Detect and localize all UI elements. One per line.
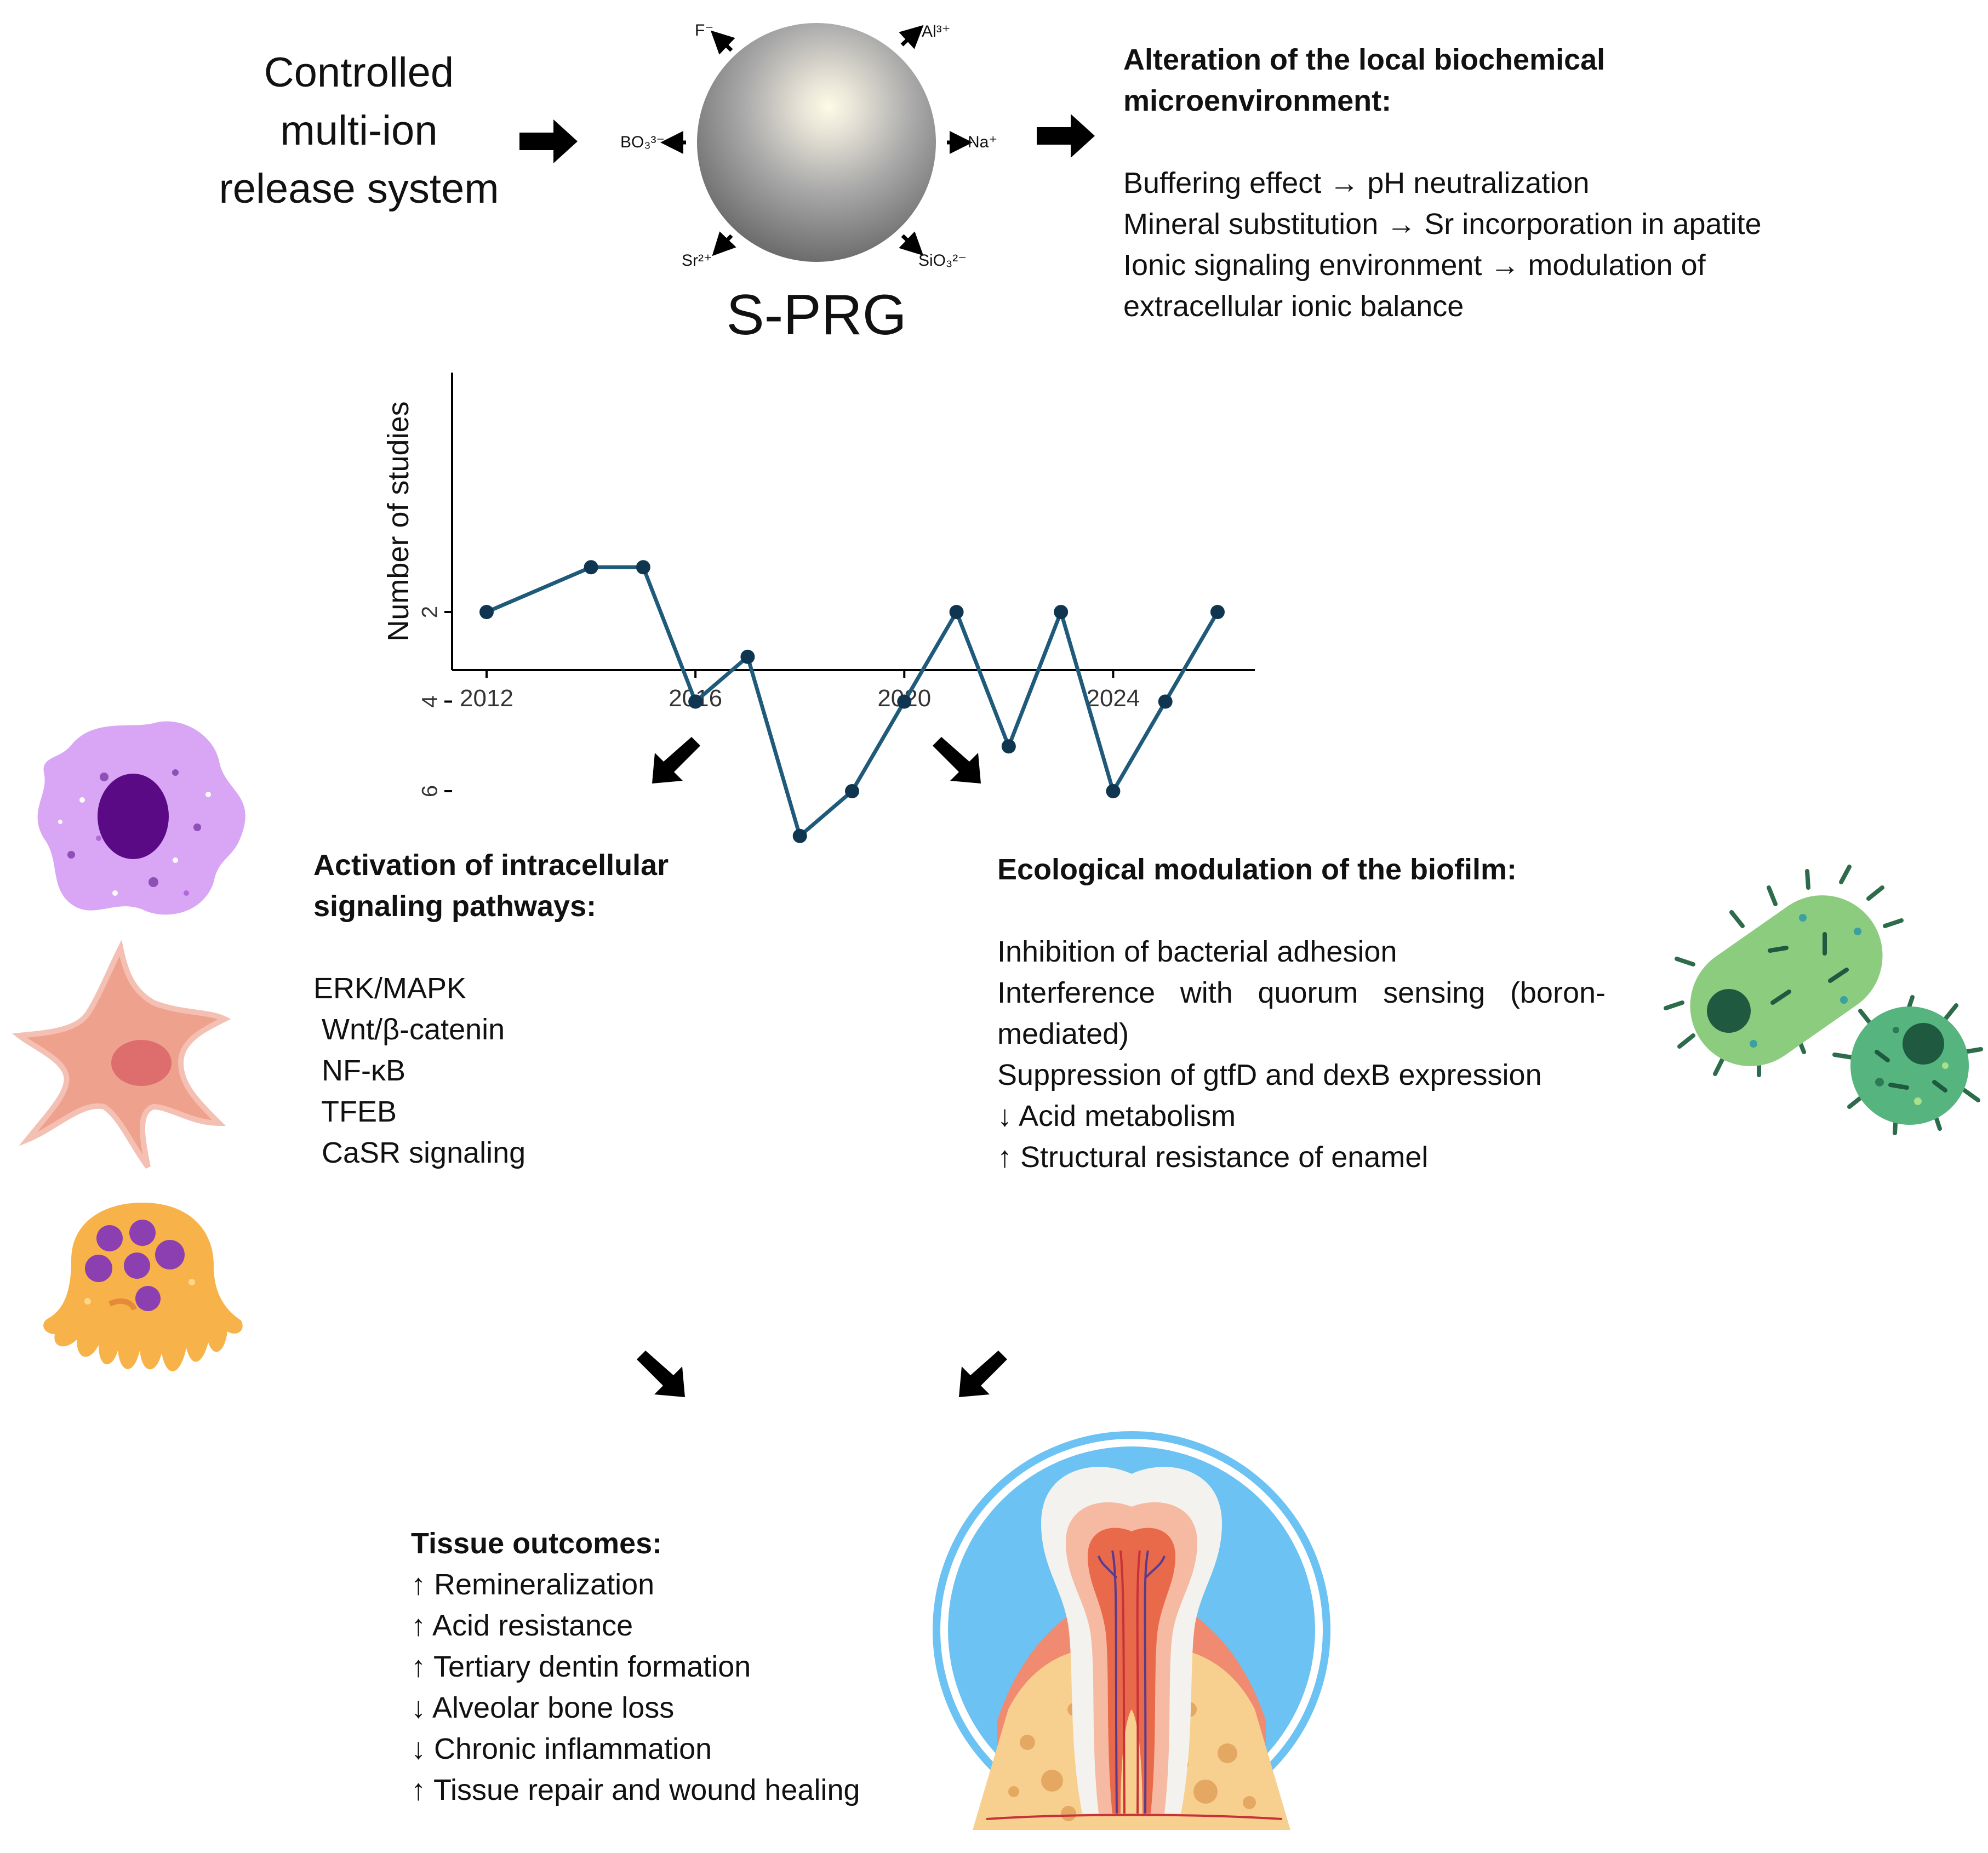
microenvironment-block: Alteration of the local biochemical micr… <box>1123 39 1956 327</box>
outcome-item: ↑ Acid resistance <box>411 1609 633 1642</box>
y-axis-label: Number of studies <box>382 401 415 641</box>
outcome-item: ↑ Tertiary dentin formation <box>411 1650 751 1683</box>
fibroblast-cell-icon <box>12 939 231 1169</box>
biofilm-block: Ecological modulation of the biofilm: In… <box>997 849 1606 1178</box>
data-point <box>792 828 807 843</box>
release-system-line-3: release system <box>219 165 499 212</box>
biofilm-item: ↓ Acid metabolism <box>997 1100 1236 1133</box>
biofilm-item: Inhibition of bacterial adhesion <box>997 935 1397 968</box>
microenvironment-item: Buffering effect → pH neutralization <box>1123 167 1590 199</box>
data-point <box>479 605 494 619</box>
coccus-bacterium-icon <box>1832 995 1983 1135</box>
x-tick-label: 2012 <box>460 685 513 712</box>
biofilm-item: Interference with quorum sensing (boron-… <box>997 976 1606 1050</box>
outcome-item: ↑ Remineralization <box>411 1568 655 1601</box>
ion-label-f: F⁻ <box>695 21 714 39</box>
data-point <box>688 694 703 709</box>
biofilm-item: ↑ Structural resistance of enamel <box>997 1141 1429 1174</box>
release-system-line-1: Controlled <box>264 49 454 96</box>
microenvironment-heading-line-2: microenvironment: <box>1123 84 1392 117</box>
microenvironment-item: Mineral substitution → Sr incorporation … <box>1123 208 1762 241</box>
y-tick-label: 2 <box>418 606 442 618</box>
signaling-item: CaSR signaling <box>313 1136 526 1169</box>
ion-label-sr: Sr²⁺ <box>682 251 712 270</box>
arrow-to-signaling-icon <box>652 737 700 783</box>
x-tick-label: 2024 <box>1086 685 1140 712</box>
data-point <box>1158 694 1173 709</box>
outcome-item: ↓ Alveolar bone loss <box>411 1691 675 1724</box>
data-point <box>897 694 912 709</box>
arrow-to-particle-icon <box>519 119 578 163</box>
y-tick-label: 4 <box>418 695 442 707</box>
y-tick-label: 6 <box>418 785 442 797</box>
signaling-item: Wnt/β-catenin <box>313 1013 505 1046</box>
microenvironment-item: extracellular ionic balance <box>1123 290 1464 323</box>
data-point <box>949 605 964 619</box>
ion-label-sio3: SiO₃²⁻ <box>918 251 967 270</box>
data-point <box>1210 605 1225 619</box>
arrow-to-biofilm-icon <box>933 737 981 783</box>
sprg-label: S-PRG <box>726 283 907 347</box>
series-line <box>485 565 1220 838</box>
data-point <box>845 784 859 798</box>
bacteria-icon <box>1664 865 1983 1135</box>
arrow-to-microenvironment-icon <box>1037 114 1095 158</box>
ion-label-bo3: BO₃³⁻ <box>620 133 665 151</box>
sprg-sphere <box>697 23 936 262</box>
arrow-from-biofilm-icon <box>959 1351 1007 1397</box>
microenvironment-heading-line-1: Alteration of the local biochemical <box>1123 43 1606 76</box>
data-point <box>584 560 598 575</box>
outcomes-heading: Tissue outcomes: <box>411 1527 662 1560</box>
signaling-block: Activation of intracellular signaling pa… <box>313 845 807 1174</box>
macrophage-cell-icon <box>37 721 245 915</box>
biofilm-item: Suppression of gtfD and dexB expression <box>997 1059 1542 1091</box>
sprg-particle <box>660 23 973 262</box>
signaling-heading-line-2: signaling pathways: <box>313 890 597 923</box>
microenvironment-item: Ionic signaling environment → modulation… <box>1123 249 1706 282</box>
ion-label-na: Na⁺ <box>968 133 998 151</box>
ion-label-al: Al³⁺ <box>922 22 951 41</box>
osteoclast-cell-icon <box>43 1203 243 1371</box>
signaling-item: TFEB <box>313 1095 397 1128</box>
release-system-label: Controlled multi-ion release system <box>203 44 515 218</box>
tooth-illustration-icon <box>933 1431 1330 1830</box>
outcome-item: ↑ Tissue repair and wound healing <box>411 1774 860 1806</box>
signaling-heading-line-1: Activation of intracellular <box>313 849 669 882</box>
signaling-item: ERK/MAPK <box>313 972 467 1005</box>
outcomes-block: Tissue outcomes: ↑ Remineralization ↑ Ac… <box>411 1523 904 1811</box>
arrow-from-signaling-icon <box>637 1351 685 1397</box>
data-point <box>636 560 650 575</box>
outcome-item: ↓ Chronic inflammation <box>411 1732 712 1765</box>
data-point <box>740 649 755 664</box>
data-point <box>1001 739 1016 754</box>
release-system-line-2: multi-ion <box>280 107 438 154</box>
data-point <box>1106 784 1121 798</box>
biofilm-heading: Ecological modulation of the biofilm: <box>997 853 1517 886</box>
data-point <box>1054 605 1069 619</box>
signaling-item: NF-κB <box>313 1054 405 1087</box>
